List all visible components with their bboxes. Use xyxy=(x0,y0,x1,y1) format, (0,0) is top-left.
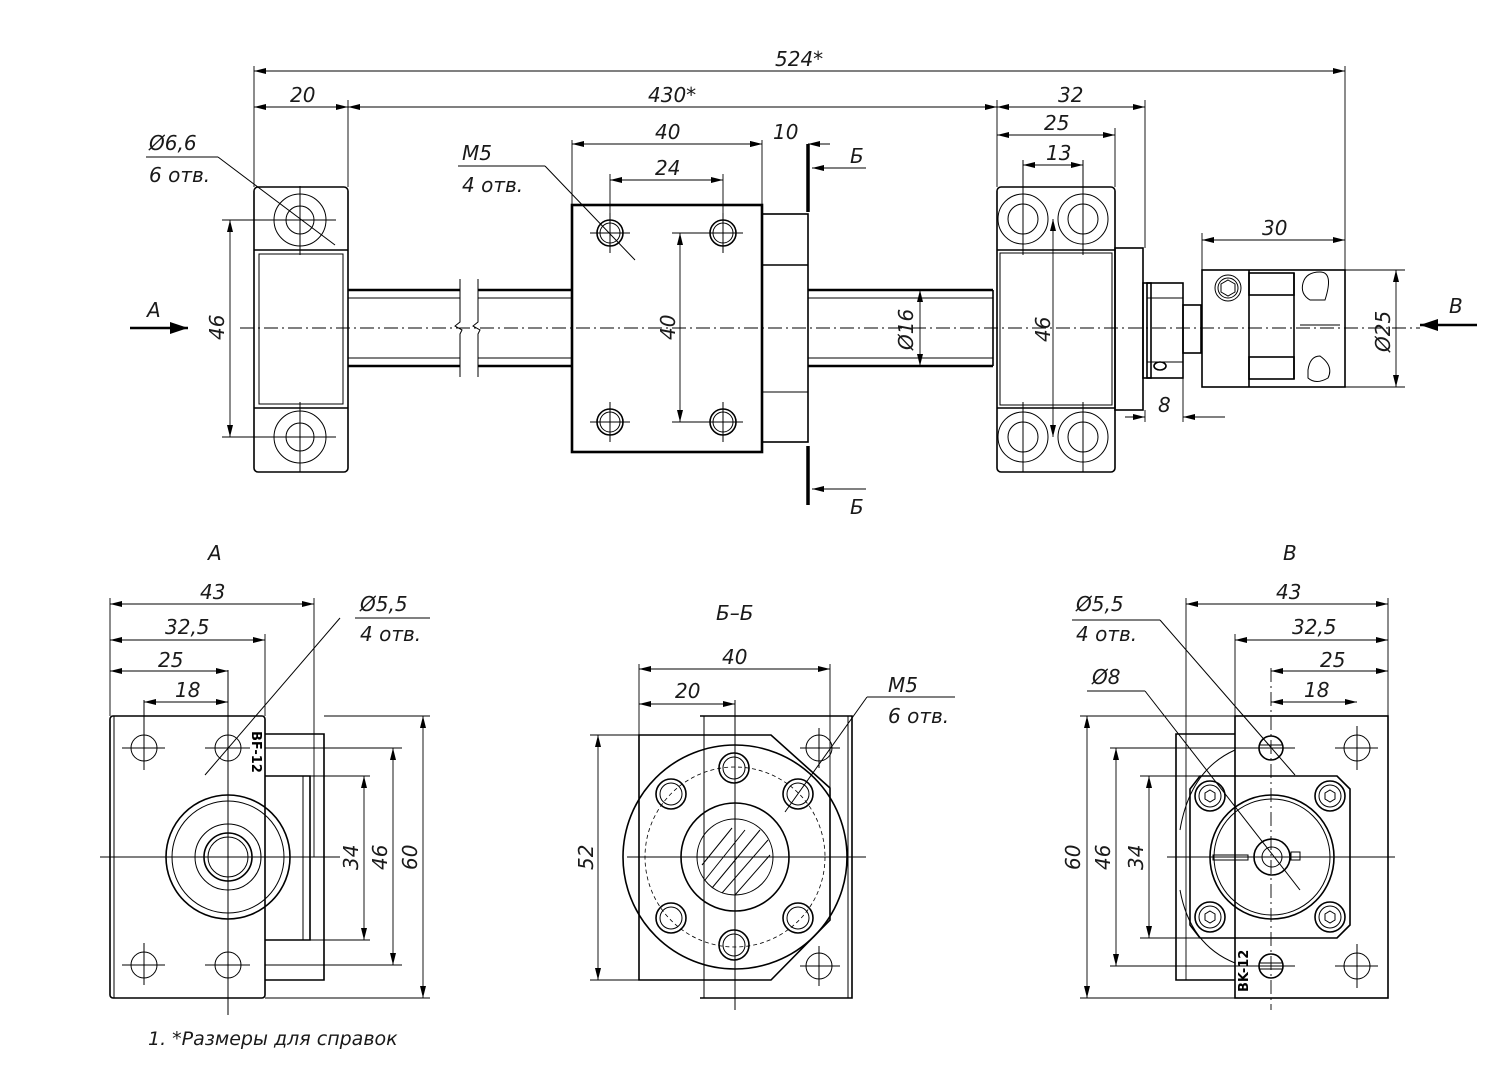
dim-a-width-32-5: 32,5 xyxy=(165,615,210,639)
dim-screw-length: 430* xyxy=(648,83,696,107)
section-bb: Б–Б 40 20 xyxy=(574,601,955,1010)
callout-left-holes-diameter: Ø6,6 xyxy=(148,131,197,155)
dim-right-support-height: 46 xyxy=(1031,317,1055,342)
dim-v-height-34: 34 xyxy=(1124,845,1148,870)
main-view: Б Б xyxy=(130,47,1477,519)
break-line xyxy=(472,279,481,377)
view-a-label: A xyxy=(145,298,161,322)
callout-v-bore-diameter: Ø8 xyxy=(1091,665,1120,689)
view-v: В BK-12 xyxy=(1061,541,1395,1010)
dim-nut-length: 40 xyxy=(655,120,680,144)
dim-a-width-25: 25 xyxy=(158,648,183,672)
callout-bb-holes-thread: M5 xyxy=(888,673,918,697)
dim-a-hole-spacing: 18 xyxy=(175,678,200,702)
dim-nut-vertical-spacing: 40 xyxy=(656,315,680,340)
dim-v-height-46: 46 xyxy=(1091,845,1115,870)
ball-nut-flange xyxy=(570,203,809,454)
dim-v-hole-spacing: 18 xyxy=(1304,678,1329,702)
view-arrow-a: A xyxy=(130,298,188,334)
socket-head-screws xyxy=(1194,780,1346,933)
part-mark-bf12: BF-12 xyxy=(248,731,263,773)
view-arrow-v: В xyxy=(1420,294,1477,331)
dim-bb-width-20: 20 xyxy=(675,679,700,703)
break-line xyxy=(454,279,463,377)
callout-a-holes-count: 4 отв. xyxy=(360,622,421,646)
dim-left-support-height: 46 xyxy=(205,315,229,340)
callout-v-holes-count: 4 отв. xyxy=(1076,622,1137,646)
screw-section-hatch xyxy=(701,827,771,896)
dim-right-support-width: 25 xyxy=(1044,111,1069,135)
part-mark-bk12: BK-12 xyxy=(1237,950,1252,992)
dim-a-width-43: 43 xyxy=(200,580,225,604)
callout-v-holes-diameter: Ø5,5 xyxy=(1075,592,1124,616)
dim-v-width-43: 43 xyxy=(1276,580,1301,604)
section-cut-marks: Б Б xyxy=(806,144,866,519)
left-support-bf12 xyxy=(253,186,349,473)
callout-nut-holes-count: 4 отв. xyxy=(462,173,523,197)
dim-overall-length: 524* xyxy=(775,47,823,71)
dim-v-height-60: 60 xyxy=(1061,845,1085,870)
right-support-bk12 xyxy=(996,160,1202,473)
dim-right-hole-spacing: 13 xyxy=(1046,141,1071,165)
section-mark-bottom: Б xyxy=(850,495,864,519)
section-mark-top: Б xyxy=(850,144,864,168)
view-a-title: A xyxy=(206,541,222,565)
callout-left-holes-count: 6 отв. xyxy=(149,163,210,187)
dim-coupling-diameter: Ø25 xyxy=(1371,311,1395,353)
dim-nut-hole-spacing: 24 xyxy=(655,156,680,180)
dim-nut-flange-thickness: 10 xyxy=(773,120,798,144)
set-screw-icon xyxy=(1214,274,1242,302)
dim-v-width-25: 25 xyxy=(1320,648,1345,672)
dim-shaft-diameter: Ø16 xyxy=(894,309,918,351)
main-dimensions: 524* 20 430* 32 25 13 40 10 24 xyxy=(146,47,1405,438)
dim-coupling-length: 30 xyxy=(1262,216,1287,240)
view-v-label: В xyxy=(1449,294,1463,318)
dim-a-height-46: 46 xyxy=(368,845,392,870)
dim-right-support-overall: 32 xyxy=(1058,83,1083,107)
view-a: A BF-12 43 32,5 25 18 xyxy=(100,541,430,1050)
dim-bb-height-52: 52 xyxy=(574,845,598,870)
note-reference-dimensions: 1. *Размеры для справок xyxy=(148,1028,398,1050)
callout-nut-holes-thread: M5 xyxy=(462,141,492,165)
dim-bb-width-40: 40 xyxy=(722,645,747,669)
callout-bb-holes-count: 6 отв. xyxy=(888,704,949,728)
dim-v-width-32-5: 32,5 xyxy=(1292,615,1337,639)
dim-a-height-34: 34 xyxy=(339,845,363,870)
dim-a-height-60: 60 xyxy=(398,845,422,870)
section-bb-title: Б–Б xyxy=(716,601,753,625)
callout-a-holes-diameter: Ø5,5 xyxy=(359,592,408,616)
coupling xyxy=(1201,269,1346,388)
screw-shaft xyxy=(348,279,994,377)
view-v-title: В xyxy=(1283,541,1297,565)
dim-locknut-offset: 8 xyxy=(1158,393,1171,417)
dim-left-support-width: 20 xyxy=(290,83,315,107)
